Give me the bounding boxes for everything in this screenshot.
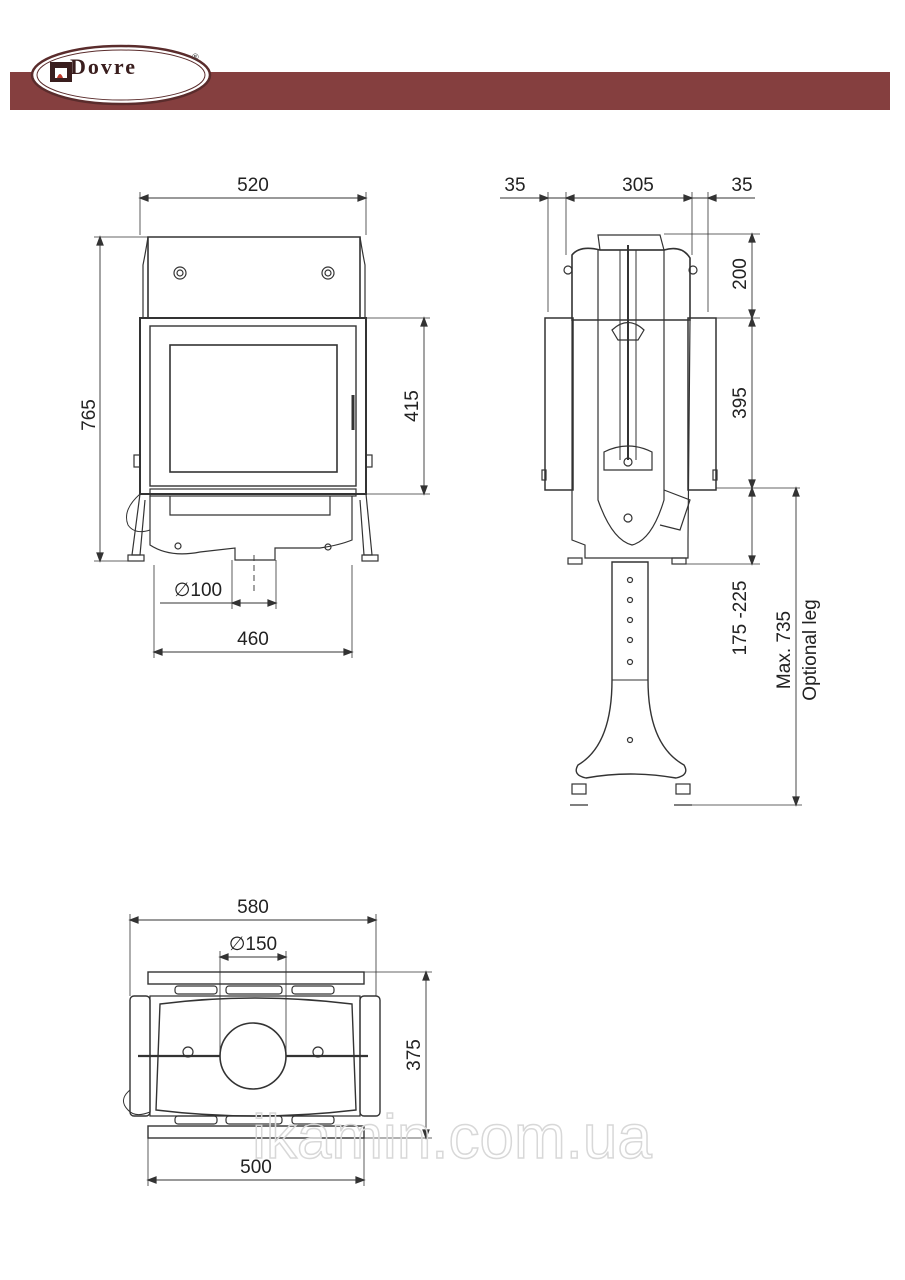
logo-text: Dovre [70, 54, 138, 79]
front-flue-label: ∅100 [174, 580, 222, 601]
dovre-logo [30, 44, 212, 106]
side-top-label: 200 [730, 258, 751, 290]
front-view [94, 192, 430, 658]
top-flue-label: ∅150 [229, 934, 277, 955]
top-view [123, 914, 432, 1186]
optional-leg-label: Optional leg [800, 599, 821, 700]
side-right-offset-label: 35 [731, 175, 752, 196]
optional-leg-max-label: Max. 735 [774, 611, 795, 689]
front-base-width-label: 460 [237, 629, 269, 650]
side-left-offset-label: 35 [504, 175, 525, 196]
side-middle-label: 395 [730, 387, 751, 419]
front-height-label: 765 [79, 399, 100, 431]
side-view [500, 192, 802, 807]
side-depth-label: 305 [622, 175, 654, 196]
front-width-label: 520 [237, 175, 269, 196]
side-leg-range-label: 175 -225 [730, 580, 751, 655]
top-base-width-label: 500 [240, 1157, 272, 1178]
watermark: ikamin.com.ua [252, 1103, 652, 1172]
registered-mark: ® [192, 52, 199, 62]
top-depth-label: 375 [404, 1039, 425, 1071]
top-width-label: 580 [237, 897, 269, 918]
door-height-label: 415 [402, 390, 423, 422]
